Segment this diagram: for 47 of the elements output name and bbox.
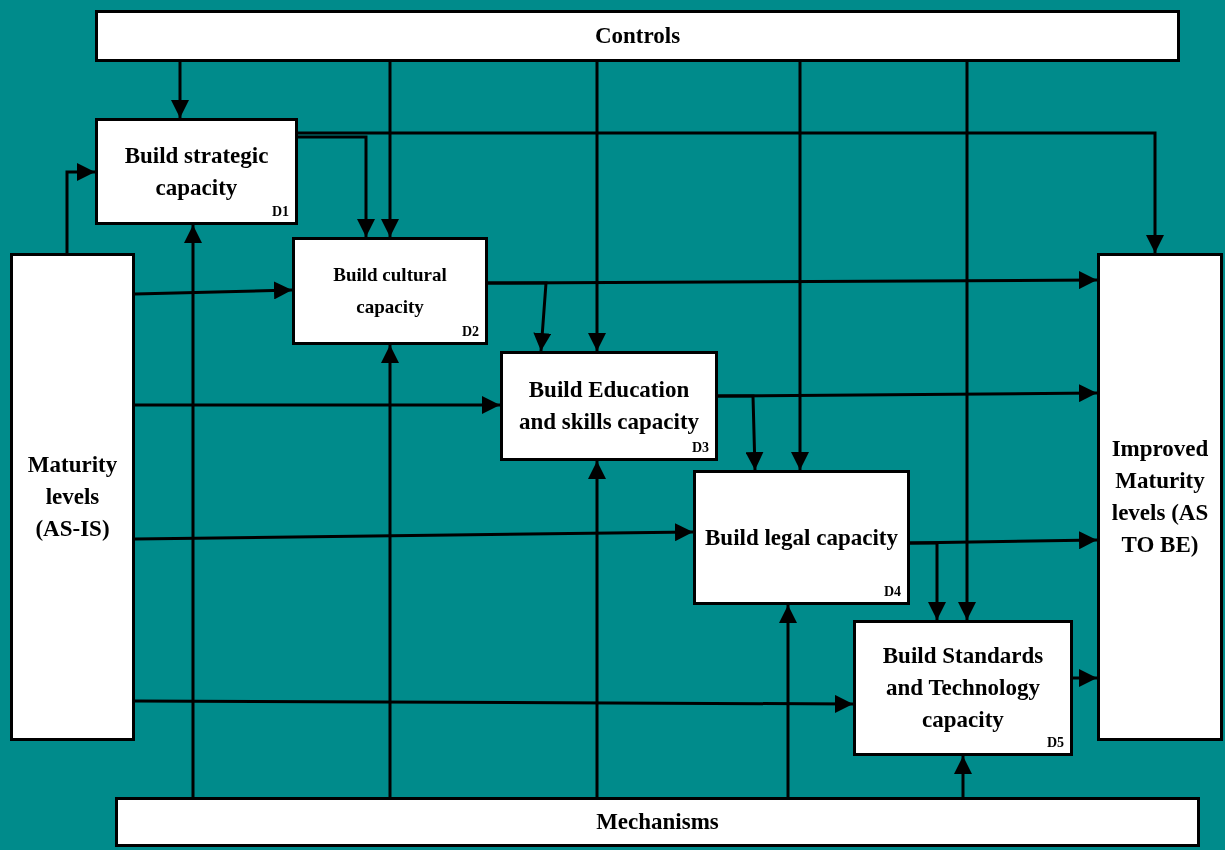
box-title: Build Education and skills capacity (517, 376, 701, 436)
process-box (853, 620, 1073, 756)
box-title: Improved Maturity levels (AS TO BE) (1110, 435, 1210, 559)
box-code: D3 (691, 440, 709, 456)
box-code: D5 (1046, 735, 1064, 751)
mechanisms-bar (115, 797, 1200, 847)
arrow (171, 62, 189, 118)
process-box (500, 351, 718, 461)
arrow (184, 225, 202, 797)
box-title: Mechanisms (595, 808, 720, 836)
arrow (718, 394, 764, 471)
arrow (298, 135, 375, 237)
arrow (298, 131, 1164, 253)
process-box (95, 118, 298, 225)
arrow (909, 531, 1098, 550)
process-box (292, 237, 488, 345)
arrow (958, 62, 976, 620)
box-title: Build Standards and Technology capacity (881, 642, 1045, 734)
box-title: Build legal capacity (704, 523, 899, 552)
arrow (588, 461, 606, 797)
arrow (135, 694, 853, 713)
arrow (134, 281, 293, 300)
arrow (381, 345, 399, 797)
arrow (779, 605, 797, 797)
process-box (693, 470, 910, 605)
box-title: Maturity levels (AS-IS) (26, 451, 119, 543)
arrow (910, 541, 946, 620)
arrow (488, 271, 1097, 290)
arrow (135, 396, 500, 414)
box-title: Controls (593, 22, 682, 50)
arrow (135, 523, 693, 542)
box-code: D4 (883, 584, 901, 600)
arrow (65, 163, 95, 253)
box-code: D2 (461, 324, 479, 340)
input-box (10, 253, 135, 741)
arrow (718, 384, 1097, 403)
arrow (488, 281, 552, 352)
box-title: Build cultural capacity (332, 263, 448, 319)
arrow (588, 62, 606, 351)
arrow (1073, 669, 1097, 687)
box-title: Build strategic capacity (123, 141, 270, 202)
box-code: D1 (271, 204, 289, 220)
controls-bar (95, 10, 1180, 62)
arrow (954, 756, 972, 797)
arrow (381, 62, 399, 237)
output-box (1097, 253, 1223, 741)
arrow (791, 62, 809, 470)
